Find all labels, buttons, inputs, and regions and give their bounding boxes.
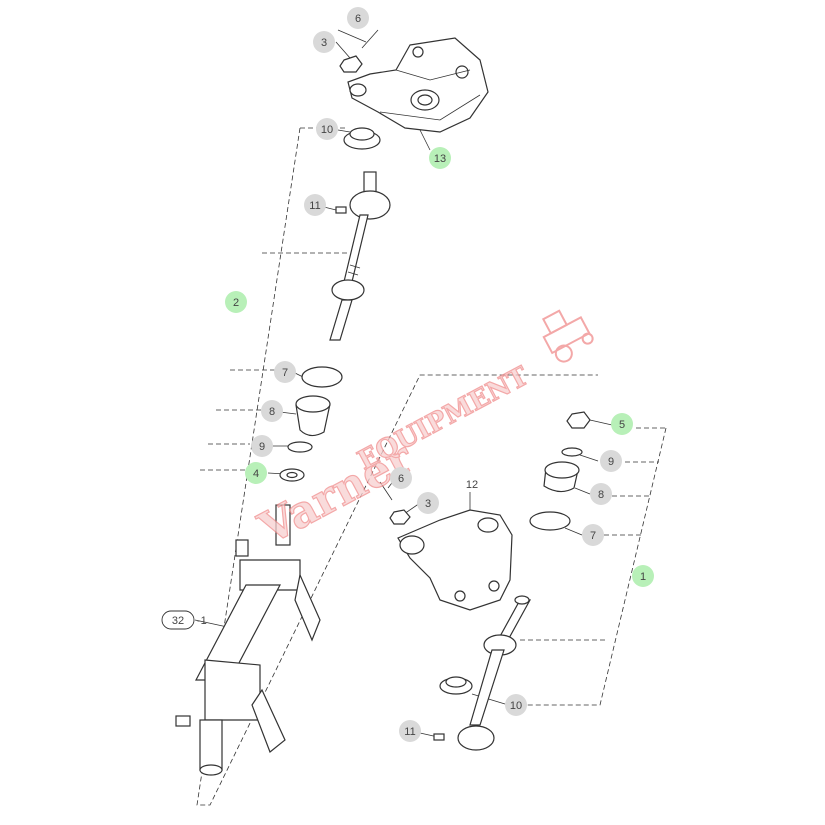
svg-text:5: 5 xyxy=(619,419,625,431)
ball-joint-cap-top xyxy=(343,127,381,150)
watermark-sub: EQUIPMENT xyxy=(353,361,534,476)
o-ring-right xyxy=(529,511,571,531)
castle-nut-right xyxy=(566,411,591,429)
top-mounting-bracket xyxy=(347,37,489,133)
svg-text:9: 9 xyxy=(259,441,265,453)
svg-text:13: 13 xyxy=(434,153,446,165)
callout-10-top: 10 xyxy=(316,118,338,140)
callout-4: 4 xyxy=(245,462,267,484)
cotter-pin-top xyxy=(361,29,379,49)
cotter-pin-mid xyxy=(379,481,393,501)
svg-text:12: 12 xyxy=(466,479,478,491)
svg-text:9: 9 xyxy=(608,456,614,468)
lower-tie-rod-shaft xyxy=(457,595,532,751)
svg-text:3: 3 xyxy=(425,498,431,510)
axle-housing xyxy=(175,504,321,776)
callout-9-left: 9 xyxy=(251,435,273,457)
lower-mounting-bracket xyxy=(397,509,513,611)
tractor-icon xyxy=(541,309,594,363)
svg-text:6: 6 xyxy=(398,473,404,485)
callout-1: 1 xyxy=(632,565,654,587)
grease-fitting-top xyxy=(335,206,347,214)
callouts: 6 3 10 13 11 2 7 8 xyxy=(161,7,654,742)
callout-32-1: 32 -1 xyxy=(161,610,207,630)
callout-6-top: 6 xyxy=(347,7,369,29)
snap-ring-left xyxy=(287,441,313,453)
svg-text:-1: -1 xyxy=(197,615,207,627)
svg-text:7: 7 xyxy=(590,530,596,542)
o-ring-left xyxy=(301,366,343,388)
svg-text:8: 8 xyxy=(598,489,604,501)
callout-9-right: 9 xyxy=(600,450,622,472)
svg-text:6: 6 xyxy=(355,13,361,25)
callout-3-mid: 3 xyxy=(417,492,439,514)
svg-text:3: 3 xyxy=(321,37,327,49)
callout-5: 5 xyxy=(611,413,633,435)
svg-text:11: 11 xyxy=(404,726,415,738)
callout-8-right: 8 xyxy=(590,483,612,505)
castle-nut-mid xyxy=(389,509,411,525)
ball-joint-cap-bottom xyxy=(439,676,473,695)
grease-fitting-bottom xyxy=(433,733,445,741)
callout-7-right: 7 xyxy=(582,524,604,546)
svg-text:8: 8 xyxy=(269,406,275,418)
snap-ring-right xyxy=(561,447,583,457)
svg-text:10: 10 xyxy=(510,700,522,712)
upper-tie-rod-shaft xyxy=(329,171,391,341)
callout-11-bottom: 11 xyxy=(399,720,421,742)
callout-7-left: 7 xyxy=(274,361,296,383)
callout-2: 2 xyxy=(225,291,247,313)
dust-boot-right xyxy=(543,461,580,493)
svg-text:32: 32 xyxy=(172,615,184,627)
washer-left xyxy=(279,468,305,482)
callout-3-top: 3 xyxy=(313,31,335,53)
svg-text:1: 1 xyxy=(640,571,646,583)
svg-text:11: 11 xyxy=(309,200,320,212)
castle-nut-top xyxy=(339,55,363,73)
dust-boot-left xyxy=(295,395,331,437)
callout-6-mid: 6 xyxy=(390,467,412,489)
svg-text:4: 4 xyxy=(253,468,259,480)
svg-text:7: 7 xyxy=(282,367,288,379)
callout-12: 12 xyxy=(466,479,478,491)
callout-8-left: 8 xyxy=(261,400,283,422)
callout-13: 13 xyxy=(429,147,451,169)
svg-text:10: 10 xyxy=(321,124,333,136)
callout-11-top: 11 xyxy=(304,194,326,216)
callout-10-bottom: 10 xyxy=(505,694,527,716)
svg-text:2: 2 xyxy=(233,297,239,309)
